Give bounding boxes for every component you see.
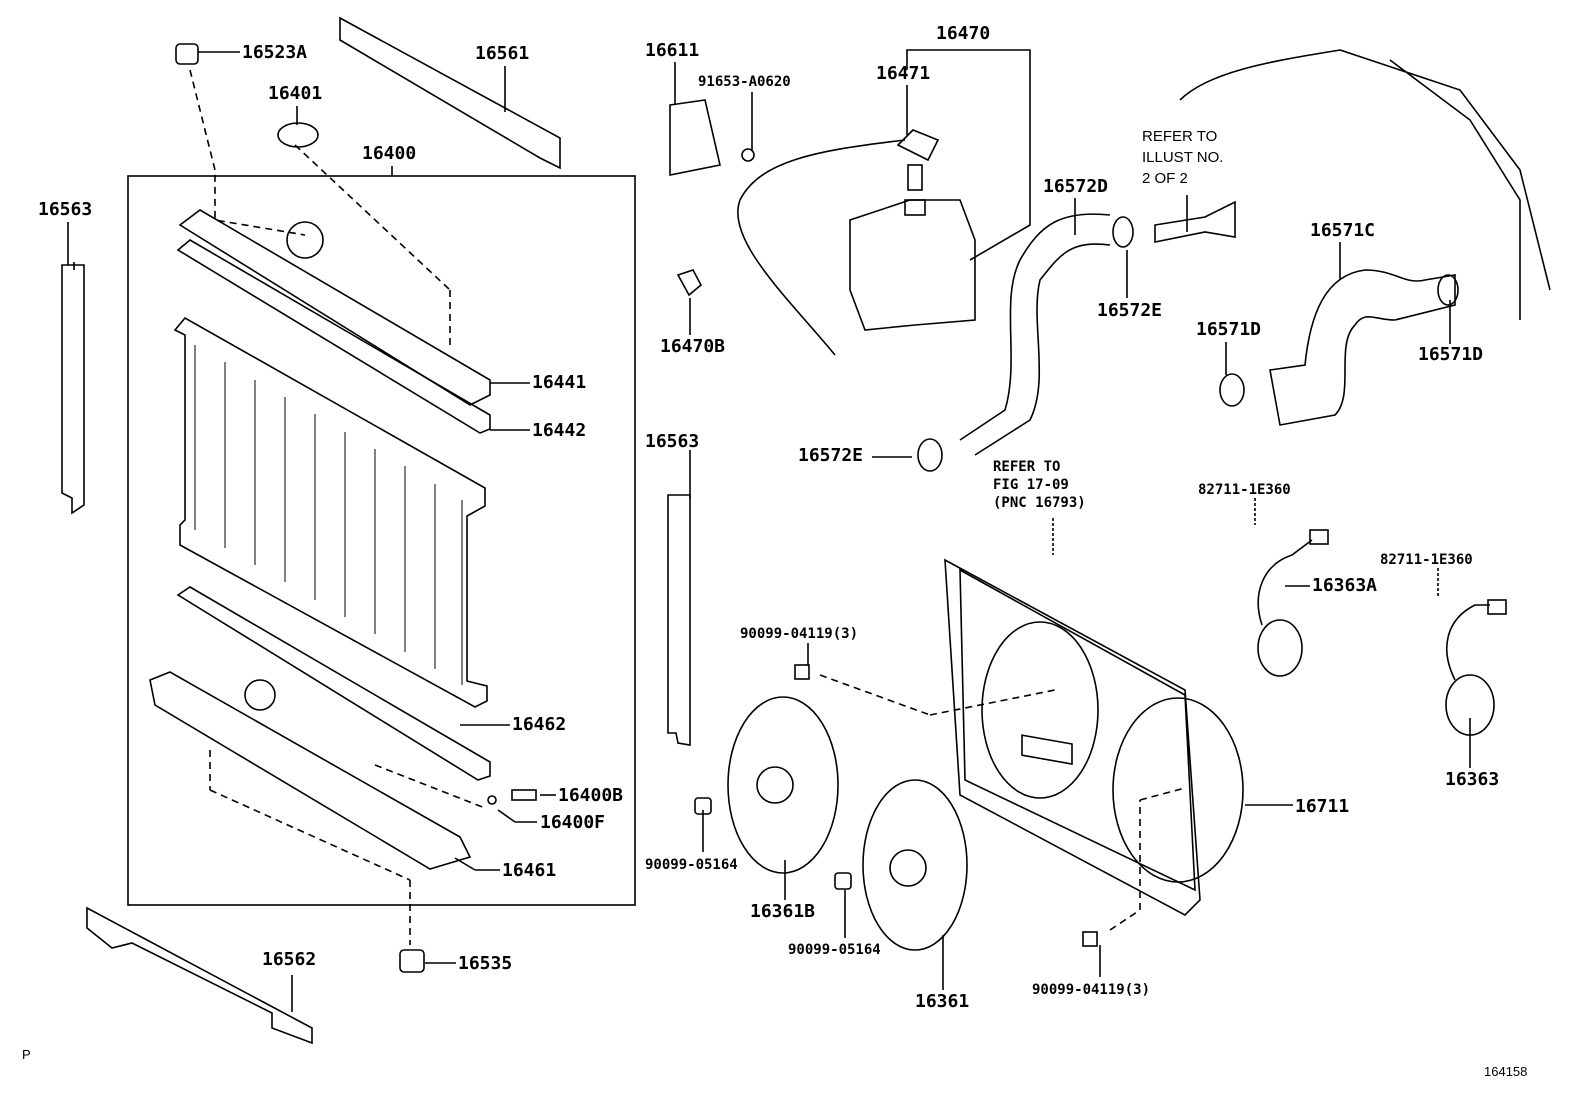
part-label-90099-04119-a: 90099-04119(3) — [740, 626, 859, 642]
reservoir-tank — [849, 199, 976, 331]
part-label-16562: 16562 — [262, 949, 317, 970]
lower-tank — [149, 671, 472, 870]
part-label-16523A: 16523A — [242, 42, 308, 63]
water-outlet — [1154, 200, 1236, 243]
part-label-16572E-bottom: 16572E — [798, 445, 864, 466]
shroud-ring-left — [981, 621, 1099, 799]
part-label-16361: 16361 — [915, 991, 970, 1012]
core-fins — [194, 345, 463, 685]
part-label-90099-04119-b: 90099-04119(3) — [1032, 982, 1151, 998]
bracket-16611 — [669, 99, 721, 176]
part-label-16441: 16441 — [532, 372, 587, 393]
engine-outline — [1179, 49, 1551, 320]
part-label-16470: 16470 — [936, 23, 991, 44]
motor-16363 — [1445, 674, 1495, 736]
part-label-90099-05164-b: 90099-05164 — [788, 942, 881, 958]
upper-tank — [178, 209, 491, 406]
part-label-16563-mid: 16563 — [645, 431, 700, 452]
part-label-91653-A0620: 91653-A0620 — [698, 74, 791, 90]
note-line: ILLUST NO. — [1142, 149, 1224, 166]
part-label-16361B: 16361B — [750, 901, 816, 922]
part-label-82711-1E360-b: 82711-1E360 — [1380, 552, 1473, 568]
part-label-16572E-top: 16572E — [1097, 300, 1163, 321]
part-label-16611: 16611 — [645, 40, 700, 61]
seal-16563-mid — [667, 494, 691, 746]
upper-gasket — [176, 239, 491, 434]
lower-gasket — [176, 586, 491, 781]
part-label-16571D-left: 16571D — [1196, 319, 1262, 340]
part-label-16400B: 16400B — [558, 785, 624, 806]
part-label-16363: 16363 — [1445, 769, 1500, 790]
plug-16535 — [399, 949, 425, 973]
note-line: REFER TO — [1142, 128, 1218, 145]
note-line: 2 OF 2 — [1142, 170, 1188, 187]
part-label-16561: 16561 — [475, 43, 530, 64]
refer-fig-note: REFER TO FIG 17-09 (PNC 16793) — [993, 458, 1086, 512]
motor-16363A — [1257, 619, 1303, 677]
part-label-16711: 16711 — [1295, 796, 1350, 817]
leader-lines — [67, 49, 1471, 1012]
radiator-core — [173, 316, 488, 708]
page-marker: P — [22, 1047, 31, 1062]
fan-16361 — [862, 779, 968, 951]
part-label-90099-05164-a: 90099-05164 — [645, 857, 738, 873]
dashed-assembly-lines — [189, 69, 1186, 945]
note-line: REFER TO — [993, 459, 1061, 475]
illustration-code: 164158 — [1484, 1064, 1528, 1079]
note-line: (PNC 16793) — [993, 495, 1086, 511]
reservoir-hose — [737, 139, 906, 356]
fan-16361B — [727, 696, 839, 874]
hose-16571C — [1269, 269, 1456, 426]
part-label-16535: 16535 — [458, 953, 513, 974]
part-label-16442: 16442 — [532, 420, 587, 441]
cap-16523A — [175, 43, 199, 65]
clip-16470B — [676, 269, 703, 297]
part-label-16571C: 16571C — [1310, 220, 1376, 241]
note-line: FIG 17-09 — [993, 477, 1069, 493]
part-label-16462: 16462 — [512, 714, 567, 735]
shroud-ring-right — [1112, 697, 1244, 883]
part-label-16571D-right: 16571D — [1418, 344, 1484, 365]
part-label-16400F: 16400F — [540, 812, 606, 833]
part-label-16363A: 16363A — [1312, 575, 1378, 596]
part-label-16401: 16401 — [268, 83, 323, 104]
part-label-16400: 16400 — [362, 143, 417, 164]
part-label-16563-left: 16563 — [38, 199, 93, 220]
part-label-16471: 16471 — [876, 63, 931, 84]
seal-16562-bottom — [86, 906, 313, 1045]
refer-illust-note: REFER TO ILLUST NO. 2 OF 2 — [1142, 126, 1223, 189]
seal-16563-left — [61, 262, 85, 515]
part-label-16470B: 16470B — [660, 336, 726, 357]
seal-16561-top — [339, 16, 561, 170]
part-label-16461: 16461 — [502, 860, 557, 881]
part-label-16572D: 16572D — [1043, 176, 1109, 197]
fan-shroud-16711 — [944, 558, 1201, 916]
part-label-82711-1E360-a: 82711-1E360 — [1198, 482, 1291, 498]
radiator-assembly-box — [127, 175, 636, 906]
hose-16572D — [959, 213, 1111, 456]
